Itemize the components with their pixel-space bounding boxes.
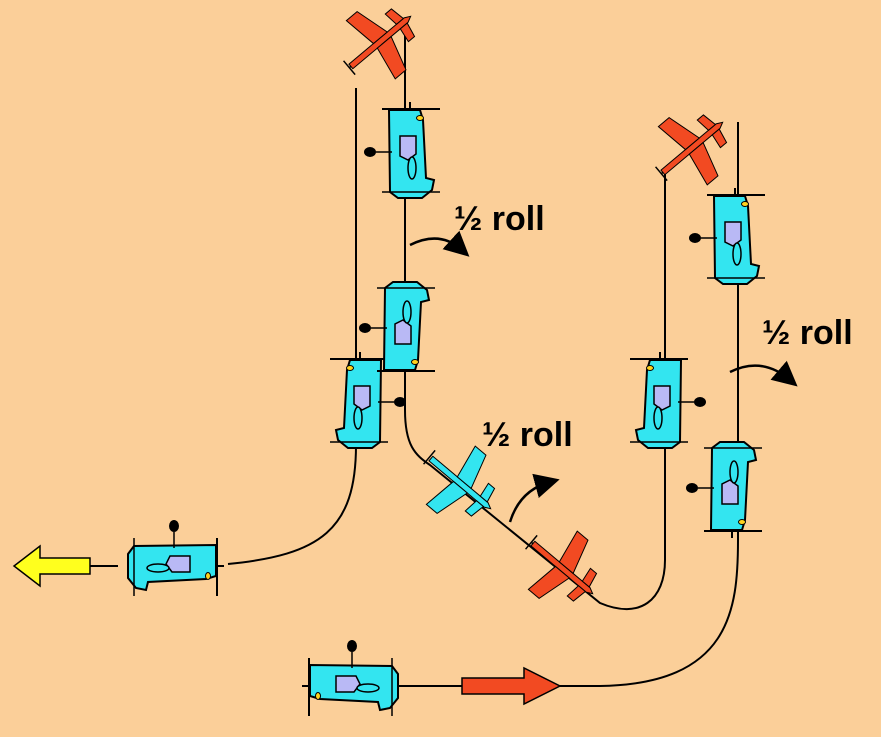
plane-exit xyxy=(127,519,225,597)
plane-center-top-red xyxy=(324,0,436,98)
plane-right-vertical xyxy=(629,351,707,449)
roll-label-1: ½ roll xyxy=(454,200,545,238)
roll-arrows xyxy=(409,230,798,523)
plane-entry xyxy=(301,639,399,717)
plane-right-up-1 xyxy=(688,187,766,285)
plane-right-top-red xyxy=(636,92,748,204)
plane-center-up-1 xyxy=(363,101,441,199)
roll-label-3: ½ roll xyxy=(762,314,853,352)
plane-right-up-2 xyxy=(685,441,763,539)
entry-arrow xyxy=(461,666,562,706)
flight-path xyxy=(90,32,739,687)
plane-diagonal-red xyxy=(506,512,618,624)
roll-label-2: ½ roll xyxy=(482,416,573,454)
exit-arrow xyxy=(12,544,91,588)
